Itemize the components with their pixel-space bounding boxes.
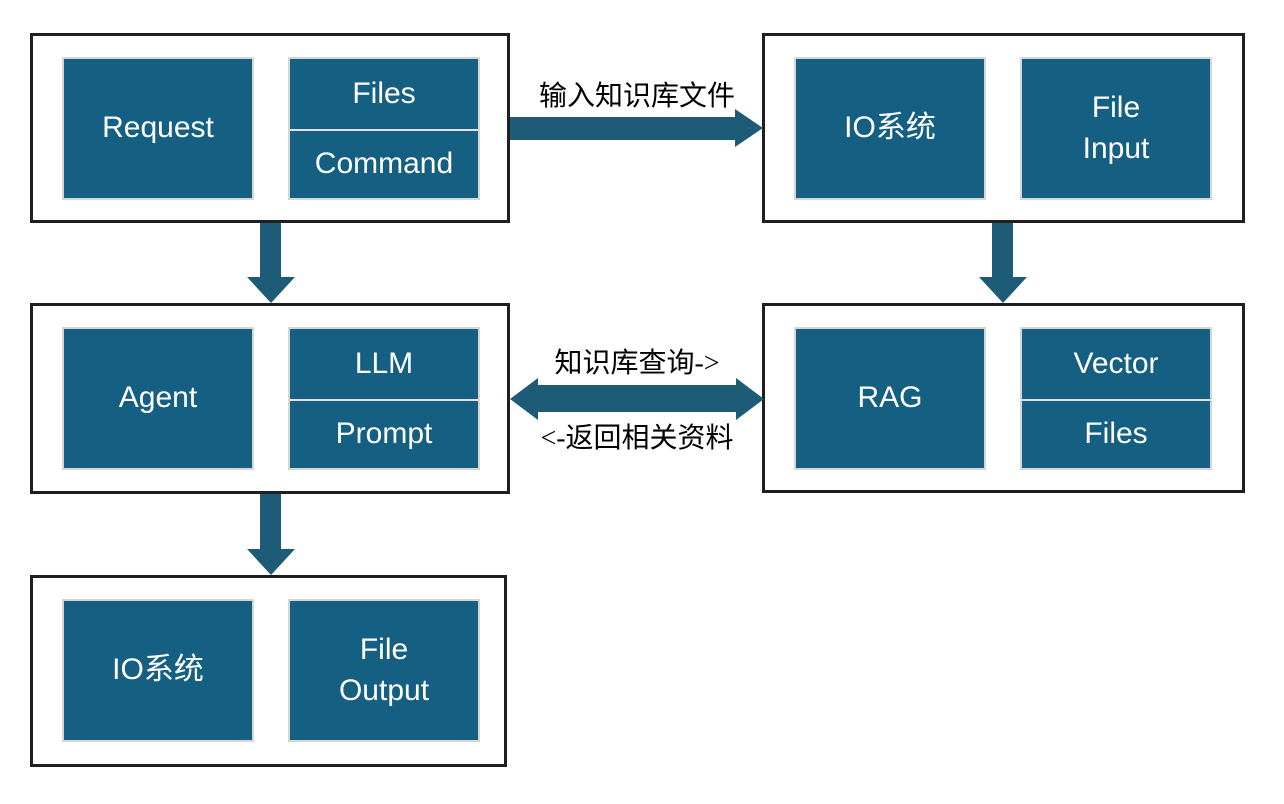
file-output-label: File Output [338,633,430,707]
arrow-ioinput-to-rag-shaft [992,223,1013,277]
llm-prompt-box: LLM Prompt [288,327,480,470]
vector-label: Vector [1073,346,1159,380]
agent-group-container: Agent LLM Prompt [30,303,510,494]
rag-files-label: Files [1084,417,1148,450]
llm-section: LLM [290,329,478,399]
io-system-input-label: IO系统 [844,111,936,145]
arrow-right-icon [735,109,763,147]
io-system-output-label: IO系统 [112,653,204,687]
arrow-label-query: 知识库查询-> [554,348,720,379]
arrow-label-return: <-返回相关资料 [540,423,734,454]
files-label: Files [352,76,416,110]
arrow-down-icon [247,277,295,303]
arrow-label-input-files: 输入知识库文件 [538,81,735,112]
files-command-box: Files Command [288,57,480,200]
arrow-down-icon [247,549,295,575]
io-system-input-box: IO系统 [794,57,986,200]
arrow-agent-rag-shaft [538,385,736,412]
arrow-left-icon [510,378,538,420]
agent-box: Agent [62,327,254,470]
io-output-group-container: IO系统 File Output [30,575,507,767]
arrow-agent-to-iooutput-shaft [260,494,281,549]
llm-label: LLM [354,346,414,380]
command-section: Command [290,128,478,199]
rag-box: RAG [794,327,986,470]
file-input-label: File Input [1082,91,1150,165]
rag-label: RAG [857,381,923,415]
file-output-box: File Output [288,599,480,742]
vector-files-box: Vector Files [1020,327,1212,470]
arrow-request-to-ioinput-shaft [510,117,736,140]
file-input-box: File Input [1020,57,1212,200]
arrow-request-to-agent-shaft [260,223,281,277]
request-box: Request [62,57,254,200]
rag-files-section: Files [1022,398,1210,469]
request-group-container: Request Files Command [30,33,510,223]
prompt-label: Prompt [335,417,433,450]
io-system-output-box: IO系统 [62,599,254,742]
agent-label: Agent [118,381,198,415]
request-label: Request [102,111,214,145]
io-input-group-container: IO系统 File Input [762,33,1245,223]
prompt-section: Prompt [290,398,478,469]
files-section: Files [290,59,478,129]
command-label: Command [314,147,454,180]
rag-group-container: RAG Vector Files [762,303,1245,493]
arrow-down-icon [979,277,1027,303]
vector-section: Vector [1022,329,1210,399]
arrow-right-icon [736,378,764,420]
